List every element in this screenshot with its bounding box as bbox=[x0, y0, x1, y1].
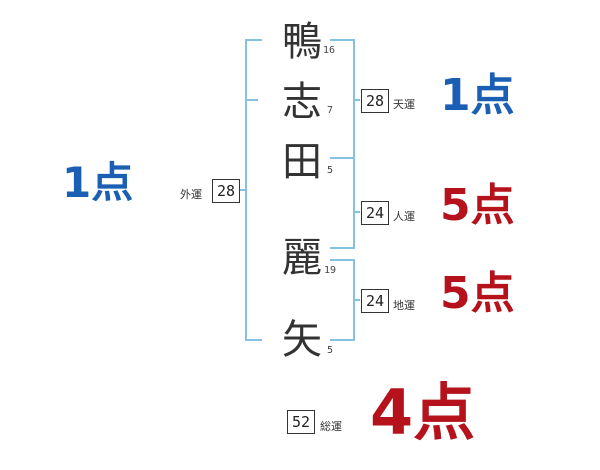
name-char-5: 矢 bbox=[282, 317, 322, 363]
gaiun-score: 1点 bbox=[62, 158, 134, 207]
jinun-score: 5点 bbox=[440, 180, 515, 231]
jinun-value-box: 24 bbox=[361, 201, 389, 225]
jinun-bracket bbox=[330, 157, 355, 249]
souun-label: 総運 bbox=[320, 420, 342, 433]
name-char-1-strokes: 16 bbox=[323, 45, 336, 56]
name-char-5-strokes: 5 bbox=[327, 345, 334, 356]
tenun-bracket bbox=[330, 39, 355, 159]
gaiun-label: 外運 bbox=[180, 188, 202, 201]
name-char-2: 志 bbox=[282, 79, 322, 125]
chiun-value-box: 24 bbox=[361, 289, 389, 313]
tenun-value-box: 28 bbox=[361, 89, 389, 113]
souun-value-box: 52 bbox=[287, 410, 315, 434]
name-char-2-strokes: 7 bbox=[327, 105, 334, 116]
chiun-label: 地運 bbox=[393, 299, 415, 312]
tenun-label: 天運 bbox=[393, 98, 415, 111]
name-char-3-strokes: 5 bbox=[327, 165, 334, 176]
outer-bracket bbox=[245, 39, 262, 341]
name-char-3: 田 bbox=[282, 139, 322, 185]
tenun-score: 1点 bbox=[440, 70, 515, 121]
chiun-score: 5点 bbox=[440, 268, 515, 319]
jinun-label: 人運 bbox=[393, 210, 415, 223]
name-char-4-strokes: 19 bbox=[324, 265, 337, 276]
souun-score: 4点 bbox=[370, 376, 476, 449]
name-char-1: 鴨 bbox=[282, 19, 322, 65]
name-char-4: 麗 bbox=[282, 235, 322, 281]
gaiun-value-box: 28 bbox=[212, 179, 240, 203]
